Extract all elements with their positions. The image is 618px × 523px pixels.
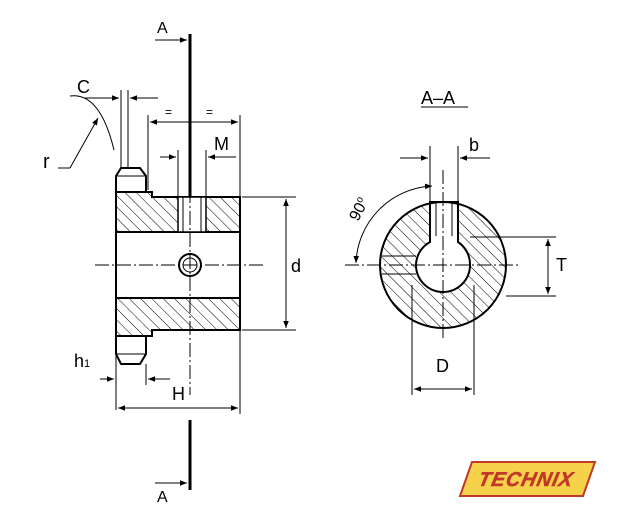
label-d: d xyxy=(291,256,301,276)
dimension-h1 xyxy=(100,340,170,410)
label-equal-left: = xyxy=(165,105,172,119)
section-label-bottom: A xyxy=(157,489,168,506)
label-h: H xyxy=(172,384,185,404)
technix-logo: TECHNIX xyxy=(458,461,597,497)
dimension-t xyxy=(470,236,556,297)
dimension-angle xyxy=(353,183,433,264)
dimension-d xyxy=(242,196,296,331)
section-label-top: A xyxy=(157,20,168,37)
dimension-b xyxy=(400,146,490,202)
dimension-d-outer xyxy=(411,285,475,395)
hub-side-view xyxy=(115,90,241,365)
label-r: r xyxy=(43,151,50,173)
svg-text:TECHNIX: TECHNIX xyxy=(476,469,576,491)
label-h1: h1 xyxy=(74,351,90,371)
dimension-m xyxy=(160,150,236,197)
label-t: T xyxy=(556,255,567,275)
label-equal-right: = xyxy=(206,105,213,119)
label-c: C xyxy=(77,77,90,97)
section-cut-line xyxy=(155,34,192,490)
label-d-outer: D xyxy=(436,356,449,376)
dimension-r xyxy=(58,95,115,169)
dimension-equal xyxy=(147,115,241,197)
label-m: M xyxy=(214,134,229,154)
section-title: A–A xyxy=(421,88,455,108)
label-b: b xyxy=(469,135,479,155)
label-angle: 90o xyxy=(346,194,373,223)
dimension-h xyxy=(118,330,241,414)
